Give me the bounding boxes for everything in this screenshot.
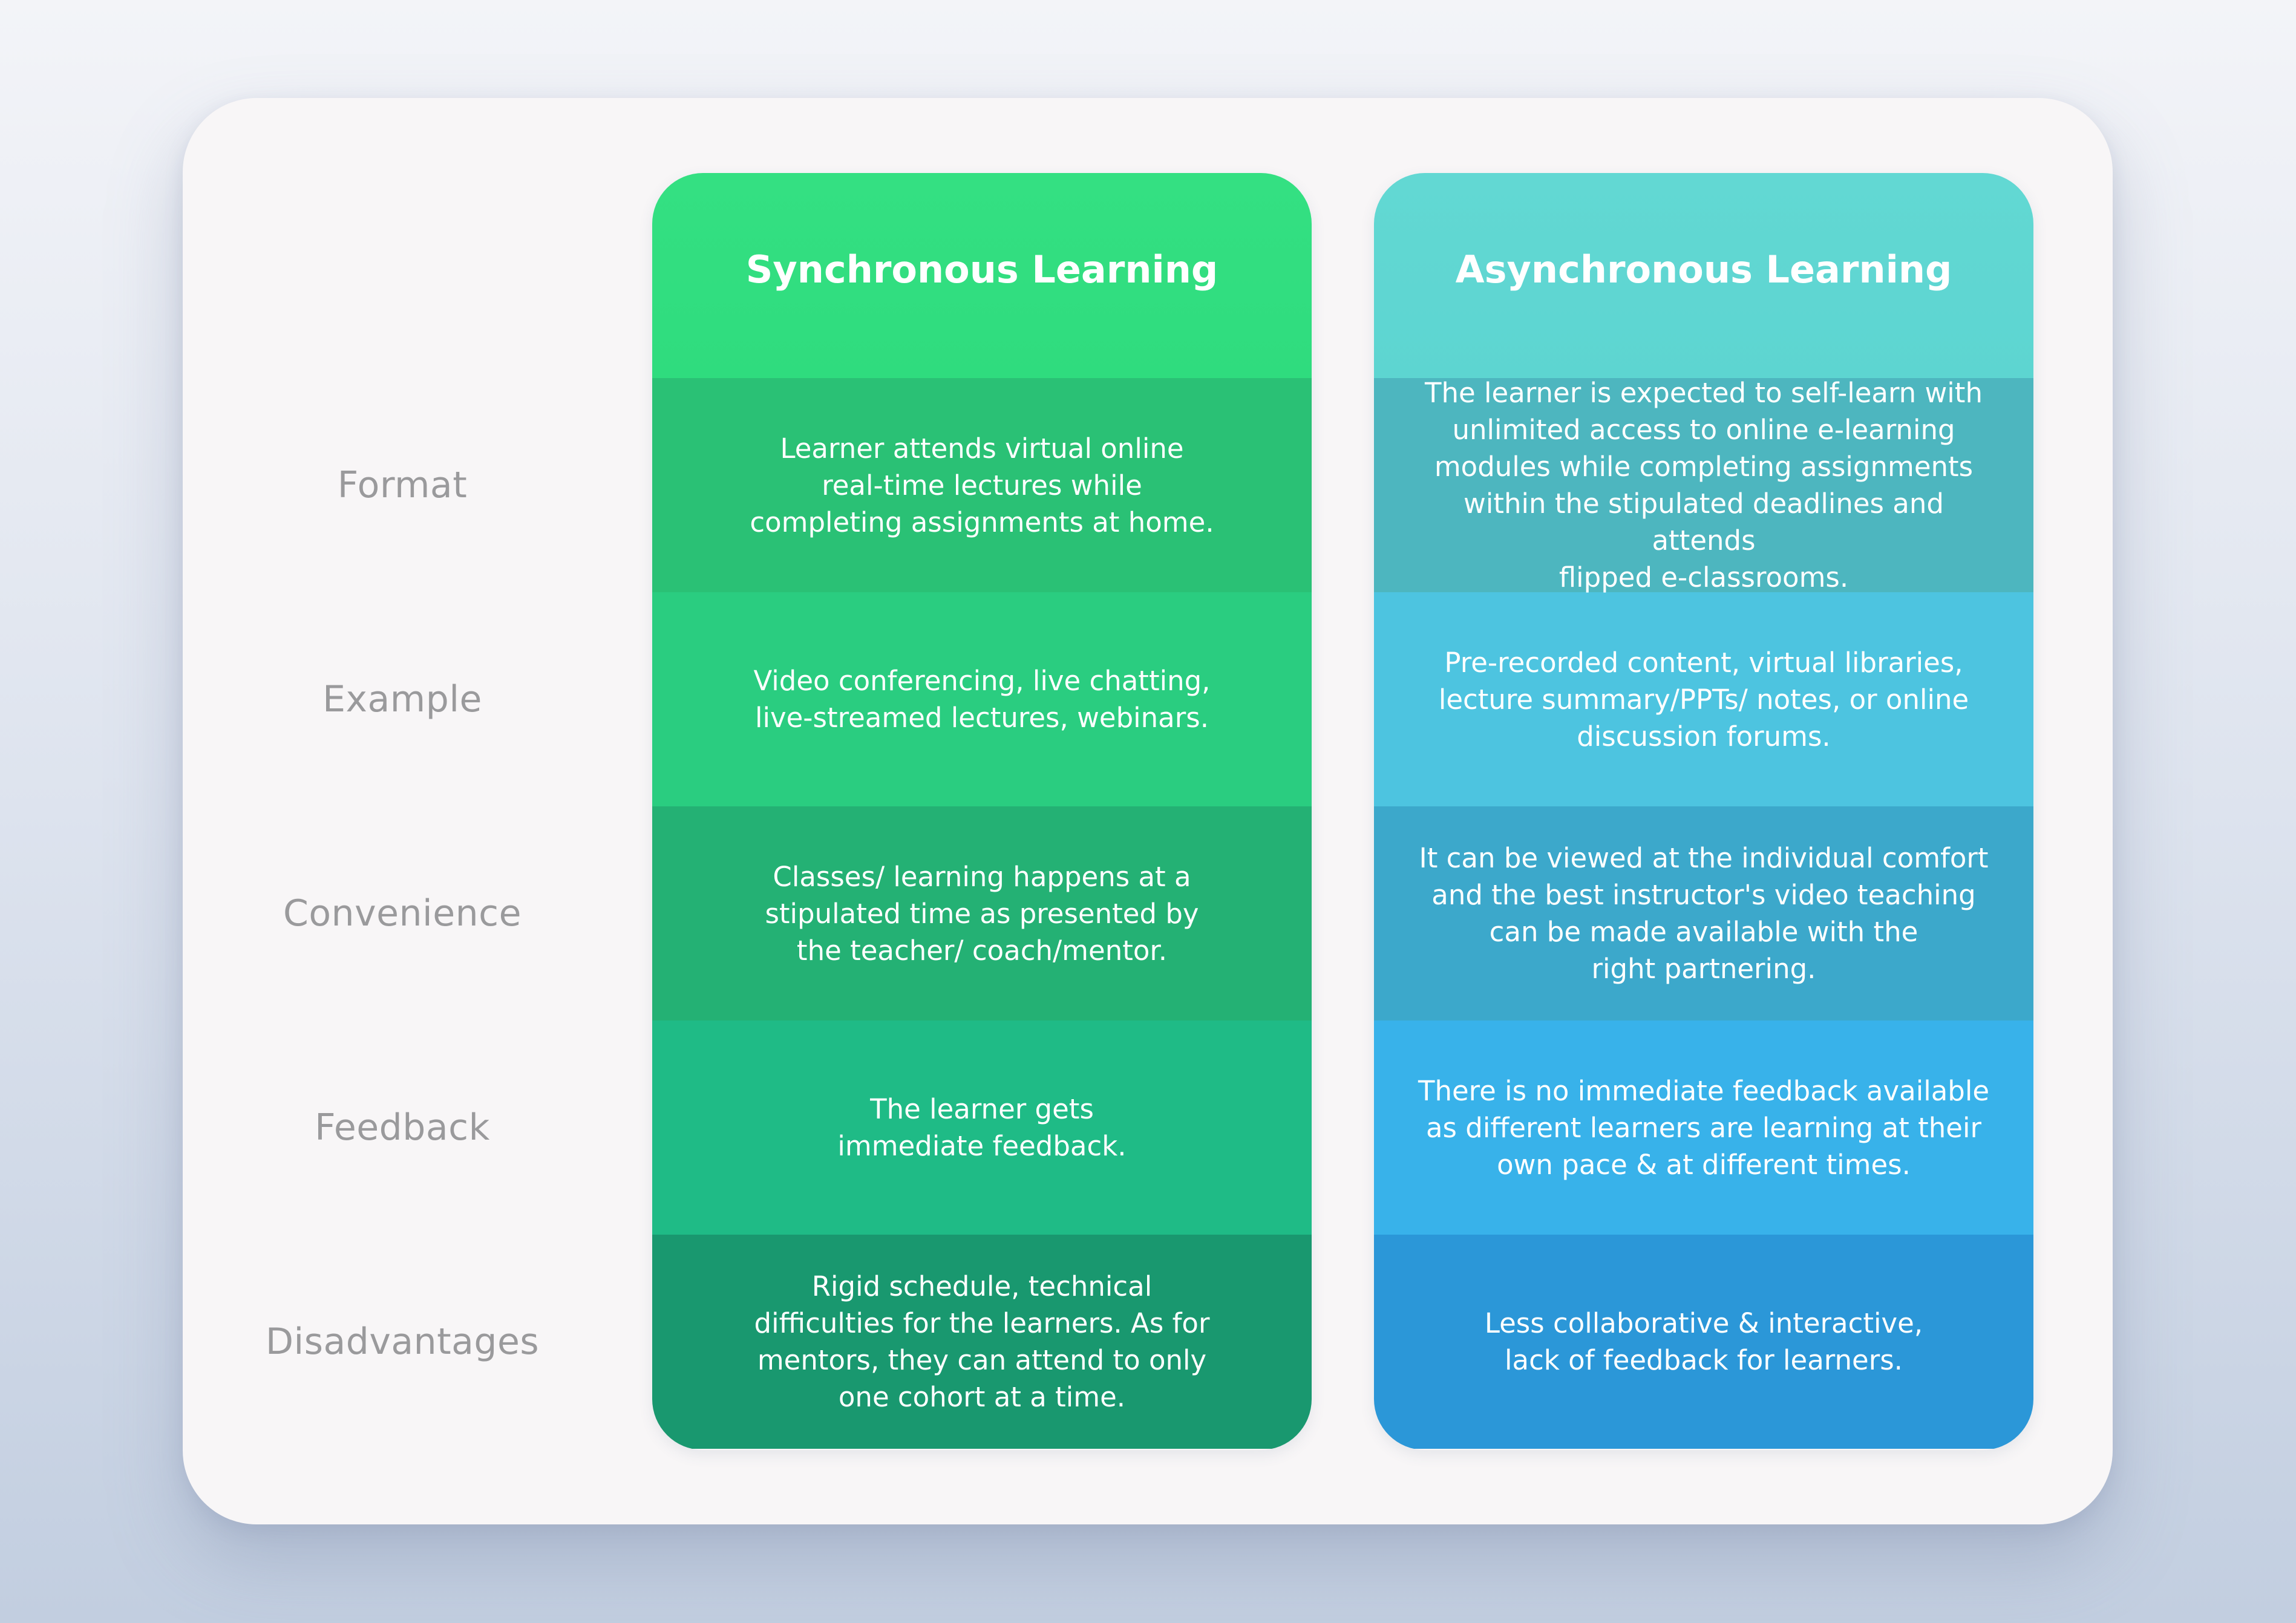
synchronous-column: Synchronous Learning Learner attends vir…: [652, 173, 1312, 1450]
asynchronous-feedback-cell: There is no immediate feedback available…: [1374, 1020, 2033, 1235]
asynchronous-example-cell: Pre-recorded content, virtual libraries,…: [1374, 592, 2033, 806]
synchronous-example-cell: Video conferencing, live chatting, live-…: [652, 592, 1312, 806]
asynchronous-header: Asynchronous Learning: [1374, 173, 2033, 378]
synchronous-format-cell: Learner attends virtual online real-time…: [652, 378, 1312, 592]
asynchronous-disadvantages-cell: Less collaborative & interactive, lack o…: [1374, 1235, 2033, 1449]
asynchronous-format-cell: The learner is expected to self-learn wi…: [1374, 377, 2033, 593]
asynchronous-convenience-cell: It can be viewed at the individual comfo…: [1374, 806, 2033, 1020]
synchronous-disadvantages-cell: Rigid schedule, technical difficulties f…: [652, 1235, 1312, 1449]
synchronous-header: Synchronous Learning: [652, 173, 1312, 378]
row-labels: Format Example Convenience Feedback Disa…: [182, 378, 623, 1449]
row-label-convenience: Convenience: [283, 892, 522, 935]
row-label-format: Format: [337, 464, 468, 506]
row-label-example: Example: [322, 678, 482, 720]
row-label-disadvantages: Disadvantages: [265, 1321, 540, 1363]
row-label-feedback: Feedback: [315, 1106, 490, 1149]
asynchronous-column: Asynchronous Learning The learner is exp…: [1374, 173, 2033, 1450]
synchronous-feedback-cell: The learner gets immediate feedback.: [652, 1020, 1312, 1235]
synchronous-convenience-cell: Classes/ learning happens at a stipulate…: [652, 806, 1312, 1020]
